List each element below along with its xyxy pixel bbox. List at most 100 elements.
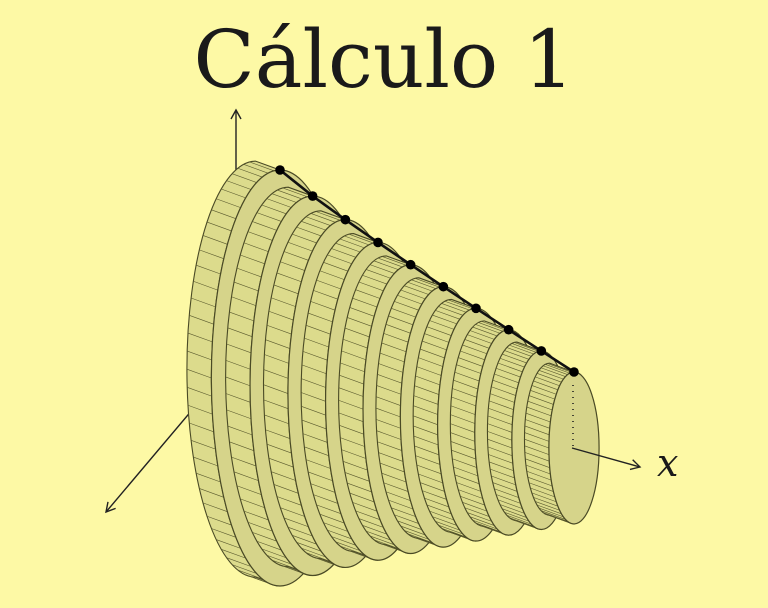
disk-facet <box>379 462 405 473</box>
disk-facet <box>331 248 356 258</box>
disk-facet <box>488 454 513 464</box>
disk-facet <box>526 470 552 481</box>
disk-facet <box>296 226 322 237</box>
disk-facet <box>376 430 402 440</box>
disk-facet <box>469 330 495 340</box>
disk-facet <box>247 231 273 241</box>
disk-facet <box>341 350 366 361</box>
disk-facet <box>506 514 532 525</box>
disk-facet <box>225 393 251 403</box>
disk-facet <box>487 423 513 433</box>
disk-facet <box>319 270 345 280</box>
disk-facet <box>527 476 553 487</box>
disk-facet <box>490 468 515 479</box>
disk-facet <box>411 279 436 289</box>
disk-facet <box>494 373 519 384</box>
disk-facet <box>456 482 482 492</box>
disk-facet <box>282 187 308 198</box>
disk-facet <box>542 512 568 522</box>
disk-facet <box>338 412 364 422</box>
disk-facet <box>339 545 365 556</box>
disk-facet <box>358 281 384 292</box>
disk-facet <box>231 173 257 183</box>
disk-facet <box>273 484 299 494</box>
disk-facet <box>236 485 262 495</box>
disk-facet <box>441 303 467 313</box>
disk-facet <box>358 518 384 528</box>
disk-facet <box>481 320 506 331</box>
disk-facet <box>497 362 523 373</box>
disk-facet <box>240 498 265 509</box>
disk-facet <box>331 536 356 546</box>
disk-facet <box>450 414 475 424</box>
disk-facet <box>347 317 372 327</box>
disk-facet <box>525 412 551 423</box>
disk-facet <box>502 353 527 364</box>
disk-facet <box>422 340 447 351</box>
disk-facet <box>233 471 259 481</box>
disk-facet <box>266 554 292 565</box>
disk-facet <box>413 435 439 446</box>
disk-facet <box>416 366 442 376</box>
curve-point <box>405 259 416 270</box>
disk-facet <box>369 535 395 546</box>
disk-facet <box>388 499 414 510</box>
disk-facet <box>310 213 336 223</box>
disk-facet <box>202 502 228 512</box>
disk-facet <box>492 482 518 492</box>
disk-facet <box>495 494 521 504</box>
disk-facet <box>338 399 364 410</box>
disk-facet <box>415 375 441 386</box>
disk-facet <box>256 540 282 551</box>
disk-facet <box>196 264 221 275</box>
disk-facet <box>458 357 483 367</box>
disk-facet <box>472 519 498 530</box>
disk-facet <box>252 221 277 231</box>
disk-facet <box>231 564 257 574</box>
disk-facet <box>511 343 537 353</box>
disk-facet <box>280 507 305 517</box>
disk-facet <box>397 520 422 530</box>
disk-facet <box>301 547 326 558</box>
disk-facet <box>467 512 492 522</box>
disk-facet <box>211 209 236 219</box>
disk-facet <box>216 539 241 549</box>
disk-facet <box>525 464 551 475</box>
disk-facet <box>315 211 341 221</box>
disk-facet <box>266 198 292 208</box>
disk-facet <box>499 357 525 368</box>
disk-facet <box>462 502 487 512</box>
disk-facet <box>202 235 228 245</box>
disk-facet <box>323 262 349 272</box>
disk-facet <box>542 365 568 375</box>
disk-facet <box>187 387 212 397</box>
disk-facet <box>536 504 562 515</box>
disk-facet <box>450 405 476 415</box>
disk-facet <box>301 364 327 375</box>
disk-facet <box>347 482 372 493</box>
disk-facet <box>435 310 460 320</box>
disk-facet <box>475 522 500 532</box>
disk-facet <box>263 369 289 379</box>
disk-facet <box>397 294 422 305</box>
disk-facet <box>264 354 289 364</box>
disk-facet <box>545 364 570 374</box>
disk-facet <box>301 378 326 388</box>
disk-facet <box>344 235 369 246</box>
curve-point <box>373 237 383 248</box>
disk-facet <box>211 528 236 538</box>
disk-facet <box>540 510 566 520</box>
disk-facet <box>540 367 566 377</box>
disk-facet <box>415 278 440 288</box>
disk-facet <box>502 508 527 518</box>
disk-facet <box>547 363 572 373</box>
disk-facet <box>527 400 553 411</box>
disk-facet <box>379 352 405 363</box>
disk-facet <box>453 466 479 477</box>
disk-facet <box>301 406 326 416</box>
disk-facet <box>413 415 438 425</box>
disk-facet <box>237 569 263 580</box>
disk-facet <box>187 350 212 361</box>
disk-facet <box>355 289 381 299</box>
disk-facet <box>432 314 457 325</box>
